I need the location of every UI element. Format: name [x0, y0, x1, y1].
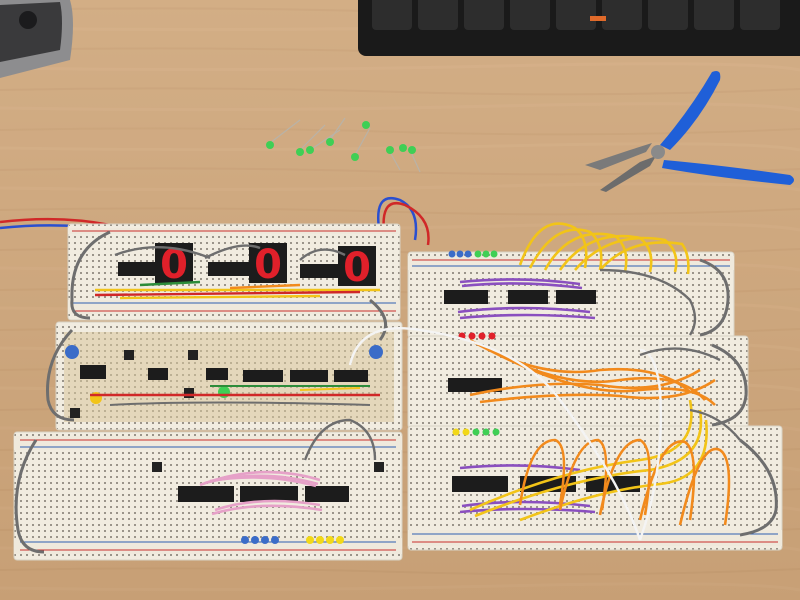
- integrated-circuits: [118, 262, 340, 278]
- yellow-wires: [469, 222, 708, 522]
- gray-wires-right: [599, 268, 741, 441]
- purple-wires: [457, 278, 596, 514]
- bottom-left-components: [152, 418, 384, 544]
- power-loop-wires: [14, 230, 388, 554]
- board-1-wires: [94, 244, 380, 300]
- digit-3: 0: [343, 245, 371, 291]
- perfboard-components: [65, 345, 383, 418]
- digit-2: 0: [254, 242, 282, 288]
- keyboard-icon: [358, 0, 800, 56]
- orange-wires: [469, 338, 731, 526]
- white-wire: [348, 327, 663, 541]
- seven-segment-display-3: 0: [338, 245, 376, 291]
- right-integrated-circuits: [444, 290, 640, 492]
- seven-segment-display-2: 0: [249, 242, 287, 288]
- seven-segment-displays: 0 0 0: [155, 242, 376, 291]
- gadget-top-left: [0, 0, 73, 78]
- loose-leds: [266, 117, 421, 173]
- right-loop-wires: [699, 258, 778, 537]
- right-leds: [448, 250, 500, 436]
- pliers-icon: [585, 71, 794, 192]
